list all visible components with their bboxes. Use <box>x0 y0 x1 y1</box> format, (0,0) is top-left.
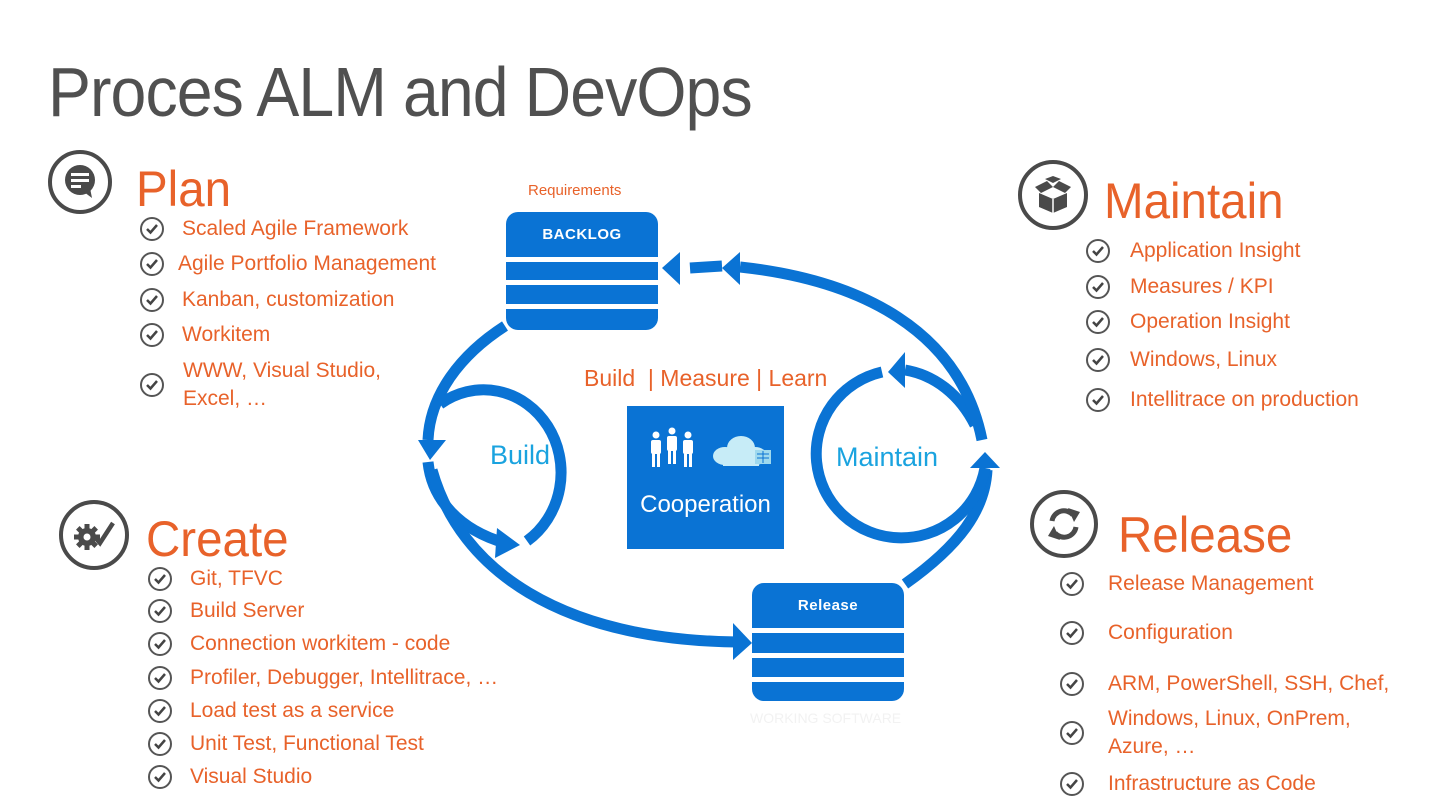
build-cycle-label: Build <box>490 440 551 470</box>
chat-bubble-icon <box>48 150 112 214</box>
plan-item: Kanban, customization <box>140 286 394 314</box>
backlog-to-build-arrow <box>422 321 508 441</box>
maintain-to-backlog-arrow <box>739 261 988 442</box>
check-circle-icon <box>1060 672 1084 696</box>
create-heading: Create <box>146 511 289 567</box>
create-item: Git, TFVC <box>148 565 283 593</box>
backlog-label: BACKLOG <box>542 226 622 243</box>
maintain-heading: Maintain <box>1104 173 1284 229</box>
check-circle-icon <box>140 217 164 241</box>
working-software-label: WORKING SOFTWARE <box>750 710 902 726</box>
maintain-item: Windows, Linux <box>1086 346 1277 374</box>
gear-check-icon <box>59 500 129 570</box>
check-circle-icon <box>148 666 172 690</box>
plan-heading: Plan <box>136 161 232 217</box>
maintain-item: Intellitrace on production <box>1086 386 1359 414</box>
build-cycle-arc <box>436 384 567 546</box>
check-circle-icon <box>1060 721 1084 745</box>
check-circle-icon <box>148 765 172 789</box>
arrowhead <box>495 528 520 558</box>
backlog-divider <box>506 304 658 309</box>
release-item: ARM, PowerShell, SSH, Chef, <box>1060 670 1389 698</box>
release-box: Release <box>752 583 904 701</box>
requirements-label: Requirements <box>528 182 622 199</box>
people-group-icon <box>651 427 693 467</box>
arrowhead <box>888 352 905 388</box>
check-circle-icon <box>1086 239 1110 263</box>
create-item: Load test as a service <box>148 697 394 725</box>
build-measure-learn-tagline: Build | Measure | Learn <box>584 365 828 391</box>
open-box-icon <box>1018 160 1088 230</box>
create-item: Unit Test, Functional Test <box>148 730 424 758</box>
maintain-cycle-label: Maintain <box>836 442 939 472</box>
check-circle-icon <box>148 732 172 756</box>
check-circle-icon <box>140 373 164 397</box>
arrowhead <box>733 623 752 660</box>
create-item: Build Server <box>148 597 304 625</box>
check-circle-icon <box>1086 348 1110 372</box>
check-circle-icon <box>1086 388 1110 412</box>
backlog-divider <box>506 257 658 262</box>
check-circle-icon <box>1086 275 1110 299</box>
arrowhead <box>970 452 1000 468</box>
release-divider <box>752 628 904 633</box>
maintain-item: Application Insight <box>1086 237 1300 265</box>
check-circle-icon <box>140 288 164 312</box>
release-item: Infrastructure as Code <box>1060 770 1316 798</box>
create-item: Visual Studio <box>148 763 312 791</box>
check-circle-icon <box>148 599 172 623</box>
check-circle-icon <box>1060 772 1084 796</box>
maintain-item: Operation Insight <box>1086 308 1290 336</box>
maintain-item: Measures / KPI <box>1086 273 1274 301</box>
release-box-label: Release <box>797 597 859 614</box>
release-heading: Release <box>1118 507 1293 563</box>
page-title: Proces ALM and DevOps <box>48 53 753 131</box>
check-circle-icon <box>1060 621 1084 645</box>
check-circle-icon <box>148 632 172 656</box>
cloud-datacenter-icon <box>713 436 771 466</box>
check-circle-icon <box>148 699 172 723</box>
arrowhead <box>418 440 446 460</box>
cooperation-label: Cooperation <box>640 491 771 518</box>
plan-item: WWW, Visual Studio, Excel, … <box>140 357 381 413</box>
release-item: Release Management <box>1060 570 1313 598</box>
arrowhead <box>662 252 680 285</box>
release-item: Windows, Linux, OnPrem, Azure, … <box>1060 705 1351 761</box>
release-divider <box>752 677 904 682</box>
create-item: Connection workitem - code <box>148 630 450 658</box>
cooperation-box: Cooperation <box>627 406 784 549</box>
release-divider <box>752 653 904 658</box>
release-item: Configuration <box>1060 619 1233 647</box>
plan-item: Scaled Agile Framework <box>140 215 408 243</box>
check-circle-icon <box>1086 310 1110 334</box>
create-item: Profiler, Debugger, Intellitrace, … <box>148 664 498 692</box>
check-circle-icon <box>1060 572 1084 596</box>
plan-item: Workitem <box>140 321 270 349</box>
backlog-divider <box>506 280 658 285</box>
arrowhead <box>722 252 740 285</box>
check-circle-icon <box>140 252 164 276</box>
check-circle-icon <box>148 567 172 591</box>
maintain-cycle-arc <box>810 366 991 544</box>
refresh-cycle-icon <box>1030 490 1098 558</box>
build-to-release-arrow <box>426 468 739 648</box>
check-circle-icon <box>140 323 164 347</box>
plan-item: Agile Portfolio Management <box>140 250 436 278</box>
backlog-box: BACKLOG <box>506 212 658 330</box>
